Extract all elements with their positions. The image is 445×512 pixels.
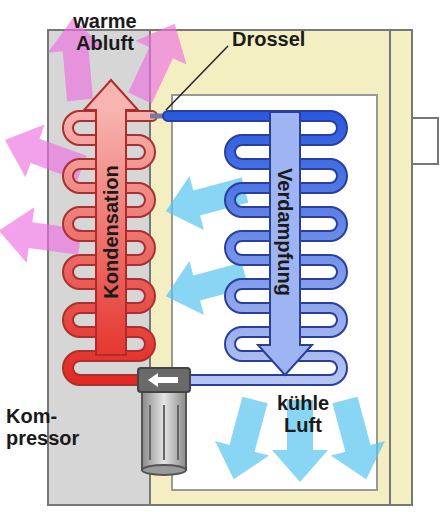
callout-label: Drossel <box>232 28 352 50</box>
cool-air-arrow <box>207 393 282 487</box>
door-handle <box>412 118 438 164</box>
condensation-arrow <box>84 80 138 355</box>
cool-air-arrow <box>318 393 393 487</box>
compressor-flow-arrow <box>148 373 178 387</box>
compressor-body <box>142 392 186 470</box>
evaporation-arrow <box>258 112 312 375</box>
evaporator-tube-outline <box>168 116 342 380</box>
cool-air-arrow <box>159 163 253 238</box>
leader-line <box>166 46 228 110</box>
compressor-rib <box>177 405 179 460</box>
callout-label: kühle Luft <box>262 392 344 436</box>
process-label: Kondensation <box>100 165 122 298</box>
compressor-rib <box>163 405 165 460</box>
evaporator-coil <box>168 116 342 380</box>
part-name: Kom- pressor <box>6 405 90 449</box>
compressor-rib <box>149 405 151 460</box>
compressor-head <box>138 368 190 392</box>
compressor-base <box>142 465 186 475</box>
door <box>390 30 412 505</box>
evaporator-tube <box>168 116 342 380</box>
process-label: Verdampfung <box>274 168 296 296</box>
callout-label: warme Abluft <box>55 10 155 54</box>
